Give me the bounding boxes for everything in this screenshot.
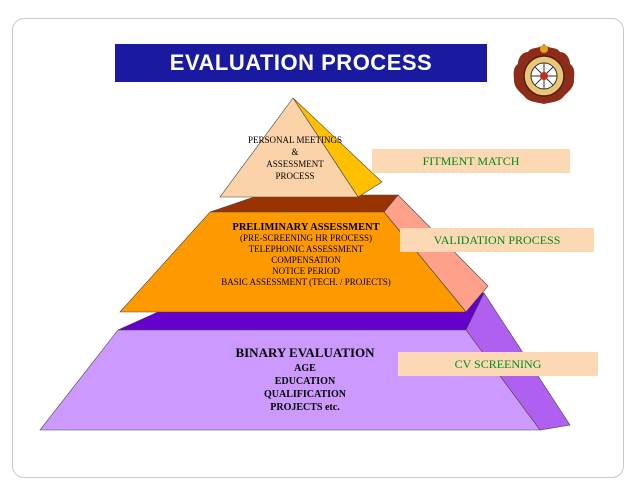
bottom-tier-line: PROJECTS etc. — [270, 402, 340, 413]
middle-tier-text: PRELIMINARY ASSESSMENT (PRE-SCREENING HR… — [196, 222, 416, 288]
fitment-match-label: FITMENT MATCH — [372, 149, 570, 173]
middle-tier-front-face — [119, 211, 467, 313]
top-tier-line: ASSESSMENT — [266, 159, 324, 169]
middle-tier-line: TELEPHONIC ASSESSMENT — [248, 244, 364, 254]
middle-tier-line: (PRE-SCREENING HR PROCESS) — [239, 233, 373, 243]
page-title: EVALUATION PROCESS — [115, 44, 487, 82]
bottom-tier-text: BINARY EVALUATION AGE EDUCATION QUALIFIC… — [190, 344, 420, 414]
middle-tier-top-face — [209, 194, 399, 213]
top-tier-line: PERSONAL MEETINGS — [248, 135, 342, 145]
top-tier-line: & — [291, 147, 299, 157]
bottom-tier-line: AGE — [294, 363, 316, 374]
middle-tier-heading: PRELIMINARY ASSESSMENT — [232, 222, 380, 233]
dharma-wheel-seal-icon — [513, 44, 575, 104]
bottom-tier-line: EDUCATION — [274, 376, 336, 387]
cv-screening-label: CV SCREENING — [398, 352, 598, 376]
top-tier-line: PROCESS — [275, 171, 315, 181]
middle-tier-line: NOTICE PERIOD — [272, 266, 340, 276]
bottom-tier-heading: BINARY EVALUATION — [235, 345, 375, 360]
validation-process-label: VALIDATION PROCESS — [400, 228, 594, 252]
bottom-tier-line: QUALIFICATION — [263, 389, 347, 400]
middle-tier-line: BASIC ASSESSMENT (TECH. / PROJECTS) — [221, 277, 391, 287]
top-tier-front-face — [219, 97, 359, 198]
middle-tier-line: COMPENSATION — [271, 255, 341, 265]
top-tier-text: PERSONAL MEETINGS & ASSESSMENT PROCESS — [235, 134, 355, 182]
